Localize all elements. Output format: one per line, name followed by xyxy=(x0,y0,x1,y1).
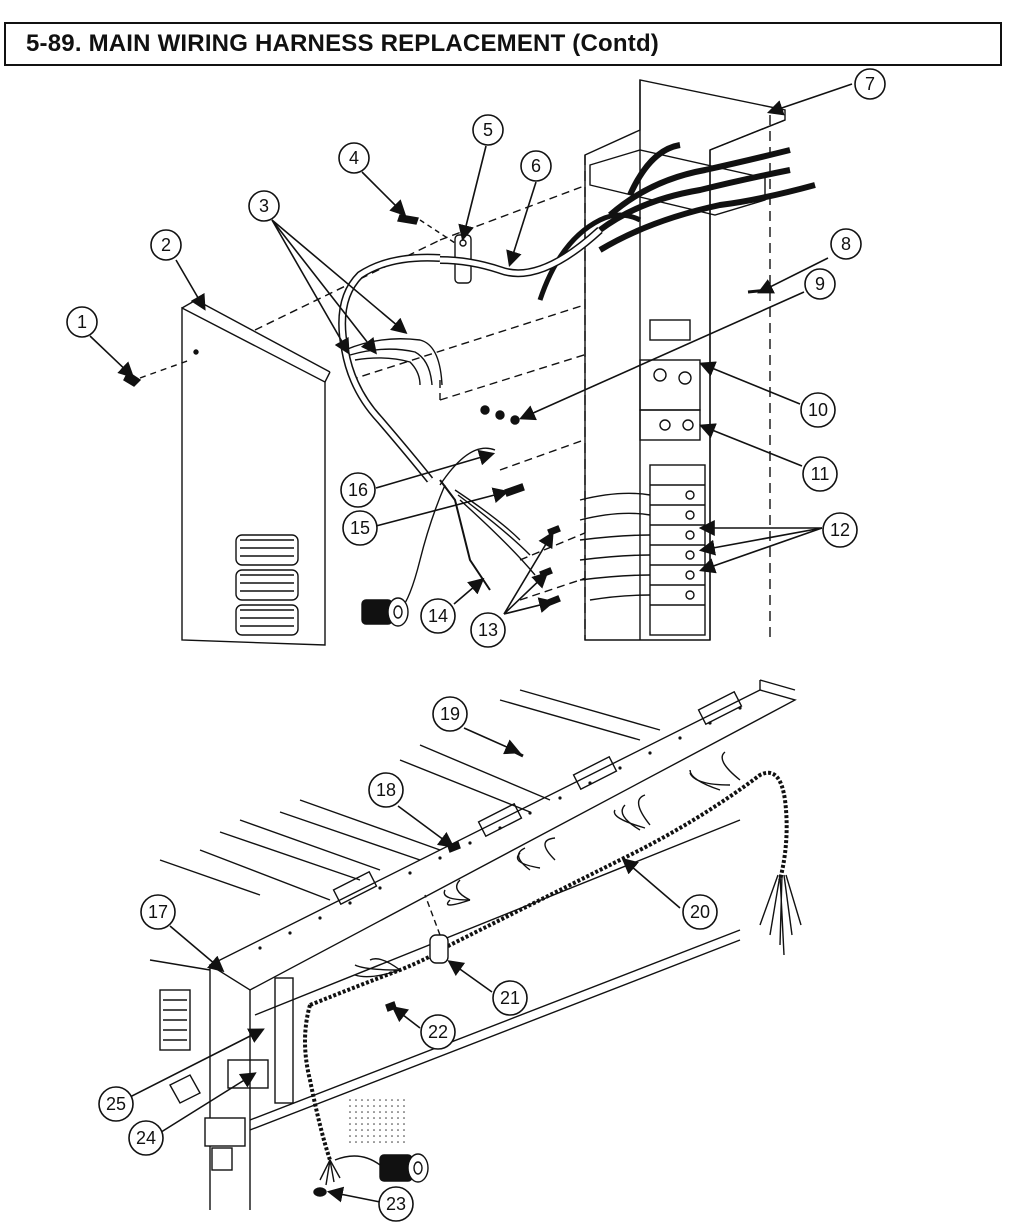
svg-text:10: 10 xyxy=(808,400,828,420)
svg-text:5: 5 xyxy=(483,120,493,140)
screw-15 xyxy=(504,483,525,497)
harness-3 xyxy=(338,253,536,627)
callout-19: 19 xyxy=(432,696,468,732)
svg-text:1: 1 xyxy=(77,312,87,332)
svg-text:8: 8 xyxy=(841,234,851,254)
svg-text:19: 19 xyxy=(440,704,460,724)
callout-16: 16 xyxy=(340,472,376,508)
screw-4 xyxy=(397,214,456,244)
screw-22 xyxy=(385,1001,397,1012)
screw-1 xyxy=(123,359,191,387)
svg-text:12: 12 xyxy=(830,520,850,540)
callout-13: 13 xyxy=(470,612,506,648)
svg-text:3: 3 xyxy=(259,196,269,216)
svg-text:7: 7 xyxy=(865,74,875,94)
svg-text:20: 20 xyxy=(690,902,710,922)
callout-8: 8 xyxy=(830,228,862,260)
callout-11: 11 xyxy=(802,456,838,492)
callout-4: 4 xyxy=(338,142,370,174)
nut-19 xyxy=(514,750,524,758)
callout-18: 18 xyxy=(368,772,404,808)
callout-5: 5 xyxy=(472,114,504,146)
grommet-23 xyxy=(313,1187,327,1197)
side-wall xyxy=(159,819,741,1171)
callout-17: 17 xyxy=(140,894,176,930)
callout-6: 6 xyxy=(520,150,552,182)
svg-text:13: 13 xyxy=(478,620,498,640)
svg-text:6: 6 xyxy=(531,156,541,176)
svg-text:24: 24 xyxy=(136,1128,156,1148)
callout-3: 3 xyxy=(248,190,280,222)
svg-text:22: 22 xyxy=(428,1022,448,1042)
callout-2: 2 xyxy=(150,229,182,261)
leader-lines xyxy=(89,83,853,1203)
callout-14: 14 xyxy=(420,598,456,634)
callout-24: 24 xyxy=(128,1120,164,1156)
callout-20: 20 xyxy=(682,894,718,930)
top-illustration xyxy=(123,79,816,646)
svg-text:16: 16 xyxy=(348,480,368,500)
nuts-9 xyxy=(480,405,520,425)
callout-7: 7 xyxy=(854,68,886,100)
svg-text:21: 21 xyxy=(500,988,520,1008)
bottom-illustration xyxy=(149,679,802,1210)
callout-23: 23 xyxy=(378,1186,414,1222)
header-box: 5-89. MAIN WIRING HARNESS REPLACEMENT (C… xyxy=(4,22,1002,66)
rail-17 xyxy=(208,679,797,1210)
page-title: 5-89. MAIN WIRING HARNESS REPLACEMENT (C… xyxy=(26,30,659,57)
svg-text:17: 17 xyxy=(148,902,168,922)
clamp-21 xyxy=(429,934,449,964)
side-panel-2 xyxy=(181,299,331,646)
callout-9: 9 xyxy=(804,268,836,300)
svg-text:25: 25 xyxy=(106,1094,126,1114)
svg-text:18: 18 xyxy=(376,780,396,800)
callout-15: 15 xyxy=(342,510,378,546)
svg-text:14: 14 xyxy=(428,606,448,626)
harness-20 xyxy=(303,751,802,1186)
svg-text:15: 15 xyxy=(350,518,370,538)
callout-12: 12 xyxy=(822,512,858,548)
svg-text:11: 11 xyxy=(811,464,830,484)
callout-markers: 1 2 3 4 5 6 7 8 9 10 11 12 13 14 15 16 1… xyxy=(66,68,886,1222)
roof-ribs xyxy=(149,689,661,971)
callout-1: 1 xyxy=(66,306,98,338)
svg-text:4: 4 xyxy=(349,148,359,168)
callout-21: 21 xyxy=(492,980,528,1016)
svg-text:2: 2 xyxy=(161,235,171,255)
callout-22: 22 xyxy=(420,1014,456,1050)
svg-text:23: 23 xyxy=(386,1194,406,1214)
vertical-cabinet xyxy=(537,79,816,641)
svg-text:9: 9 xyxy=(815,274,825,294)
callout-10: 10 xyxy=(800,392,836,428)
callout-25: 25 xyxy=(98,1086,134,1122)
